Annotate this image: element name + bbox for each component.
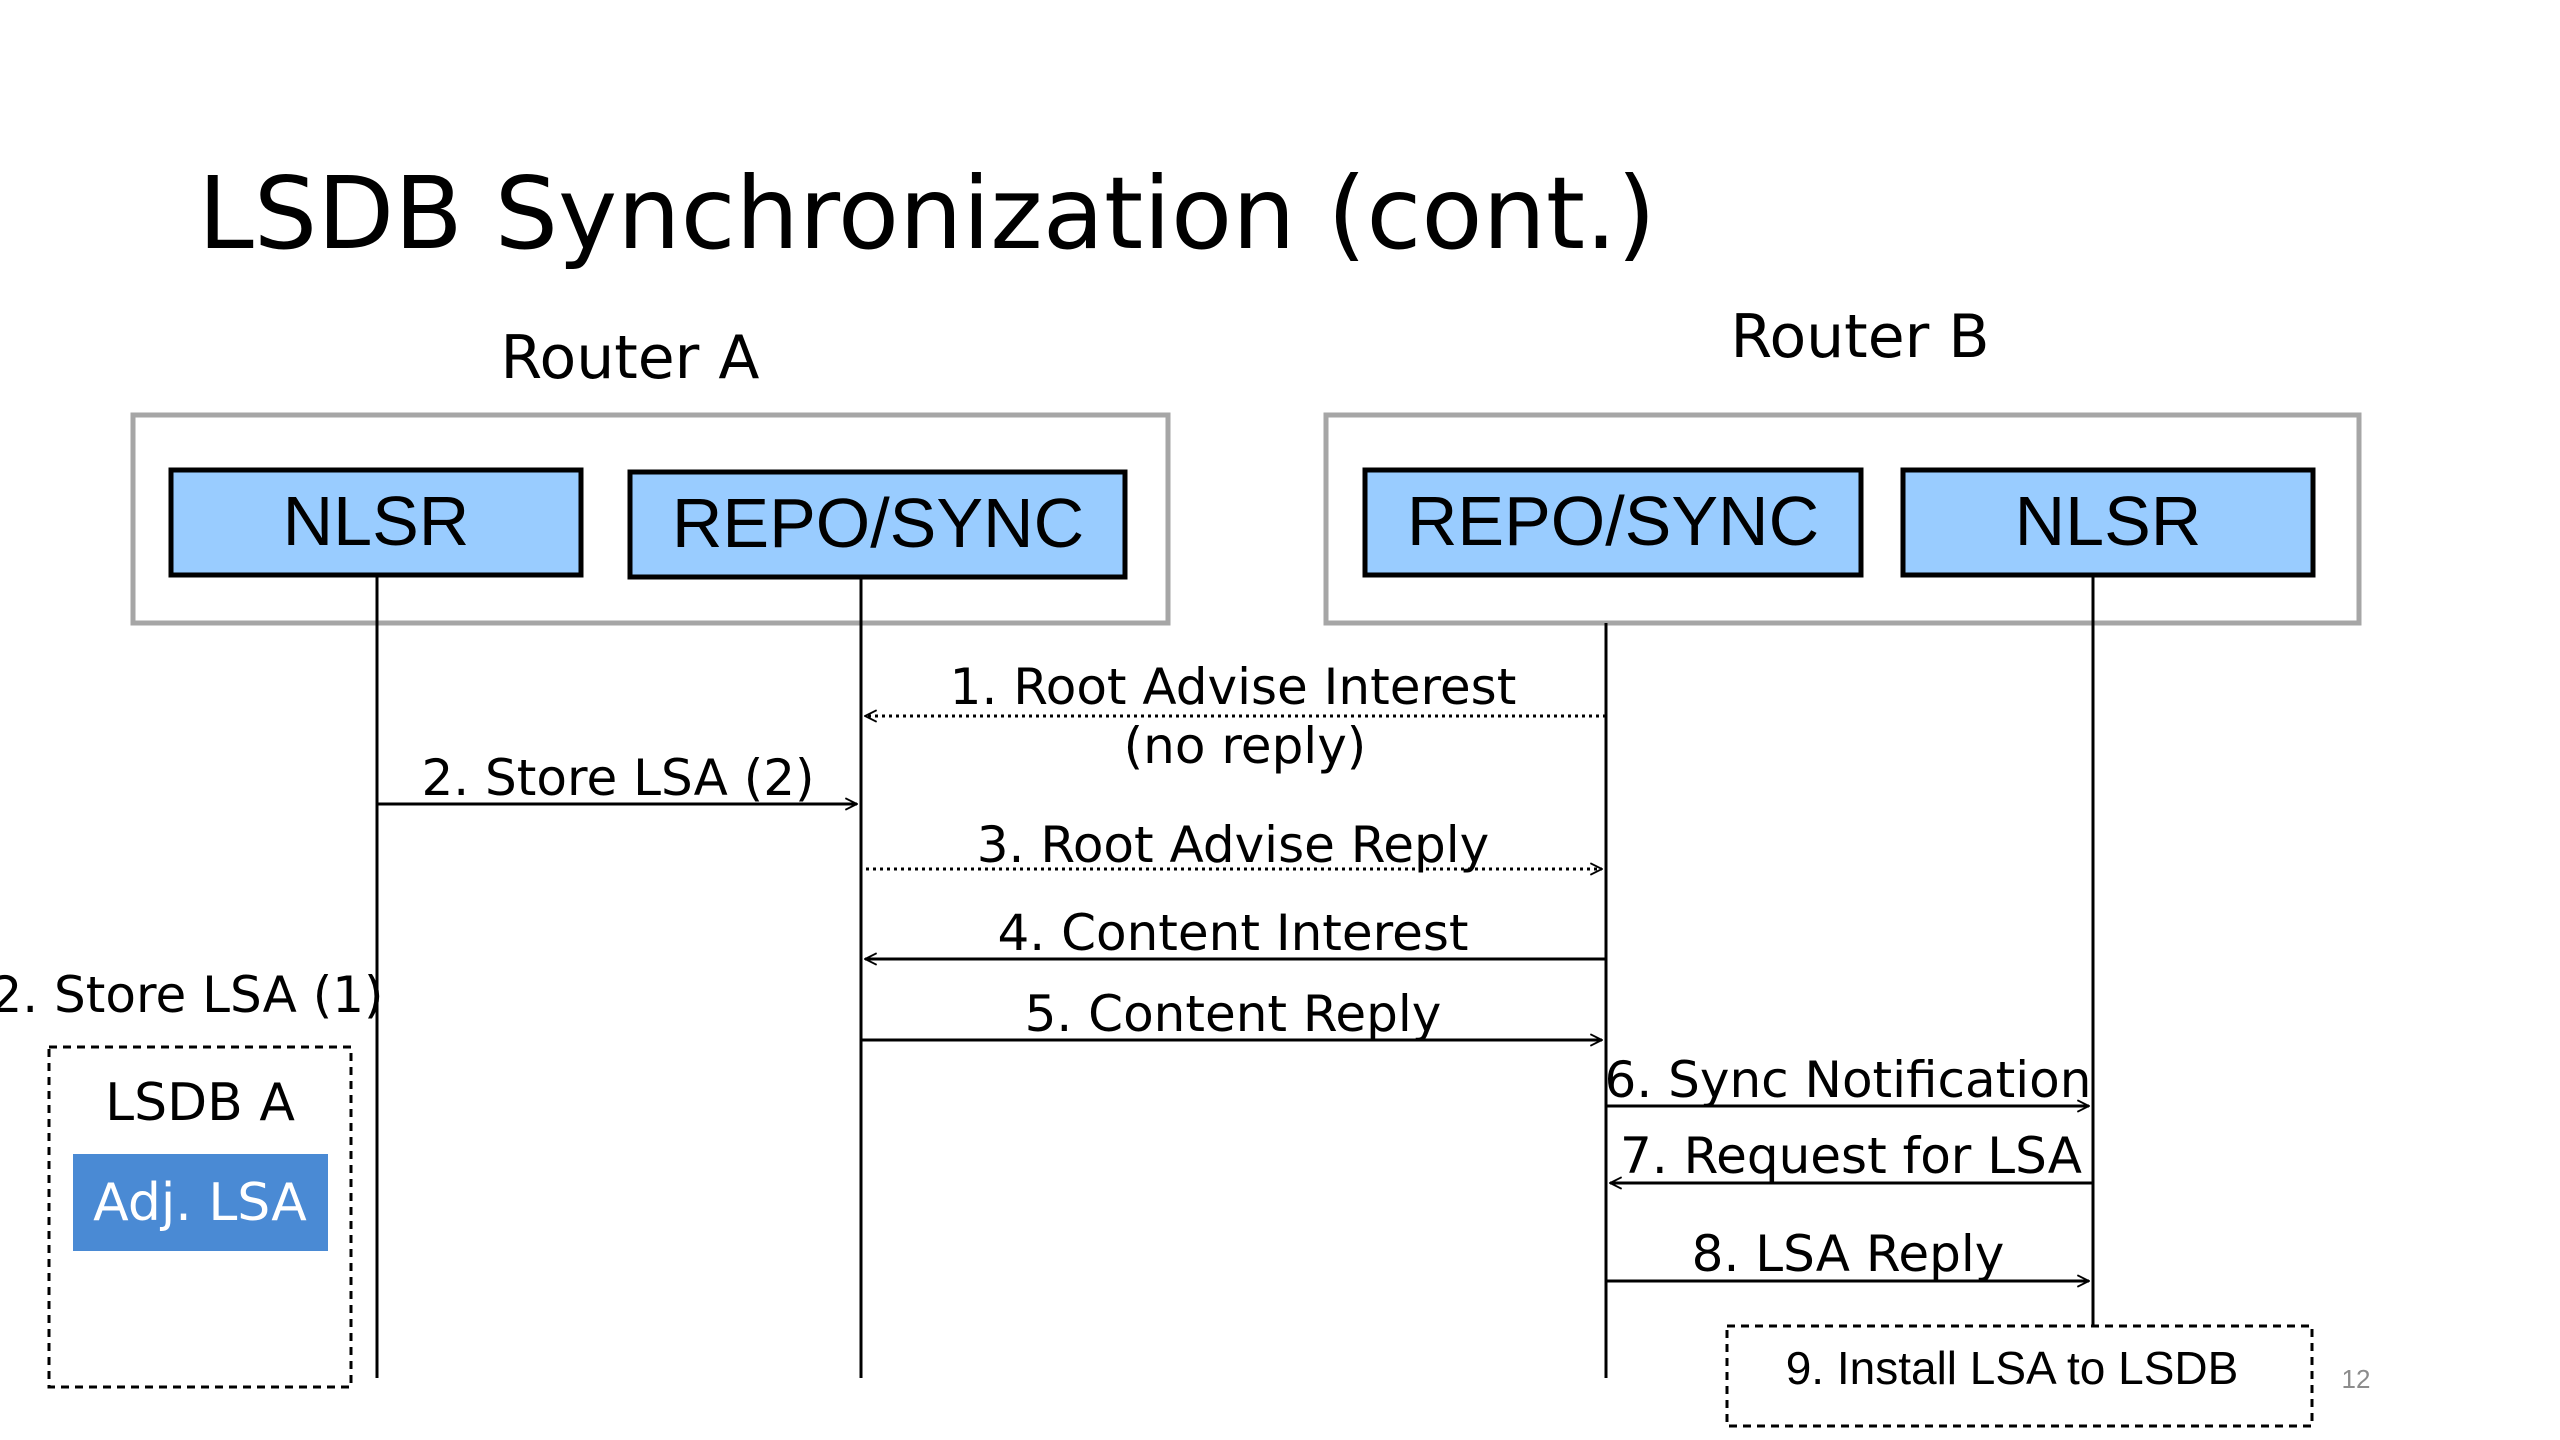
- router-b-repo-sync: REPO/SYNC: [1362, 467, 1864, 578]
- label-content-reply: 5. Content Reply: [1025, 985, 1442, 1043]
- router-b-nlsr: NLSR: [1900, 467, 2316, 578]
- adj-lsa-label: Adj. LSA: [93, 1173, 307, 1233]
- adj-lsa-entry: [73, 1154, 328, 1251]
- label-root-advise-reply: 3. Root Advise Reply: [977, 816, 1490, 874]
- label-no-reply: (no reply): [1124, 717, 1367, 775]
- label-lsa-reply: 8. LSA Reply: [1692, 1225, 2005, 1283]
- install-lsa-box: [1725, 1324, 2314, 1428]
- router-a-nlsr-label: NLSR: [283, 482, 470, 560]
- label-root-advise-interest: 1. Root Advise Interest: [950, 658, 1517, 716]
- router-a-nlsr: NLSR: [168, 467, 584, 578]
- label-content-interest: 4. Content Interest: [997, 904, 1468, 962]
- page-number: 12: [2342, 1364, 2371, 1394]
- label-request-for-lsa: 7. Request for LSA: [1620, 1127, 2082, 1185]
- slide-title: LSDB Synchronization (cont.): [198, 155, 1656, 272]
- lsdb-a-box: [47, 1045, 353, 1389]
- install-lsa-label: 9. Install LSA to LSDB: [1786, 1342, 2239, 1394]
- router-a-label: Router A: [501, 323, 760, 393]
- router-b-nlsr-label: NLSR: [2015, 482, 2202, 560]
- lsdb-a-title: LSDB A: [105, 1073, 295, 1133]
- router-a-repo-sync: REPO/SYNC: [627, 469, 1128, 580]
- label-store-lsa-1: 2. Store LSA (1): [0, 966, 384, 1024]
- label-sync-notification: 6. Sync Notification: [1605, 1051, 2092, 1109]
- label-store-lsa-2: 2. Store LSA (2): [421, 749, 814, 807]
- router-a-repo-sync-label: REPO/SYNC: [672, 484, 1084, 562]
- router-b-repo-sync-label: REPO/SYNC: [1407, 482, 1819, 560]
- router-b-label: Router B: [1730, 302, 1989, 372]
